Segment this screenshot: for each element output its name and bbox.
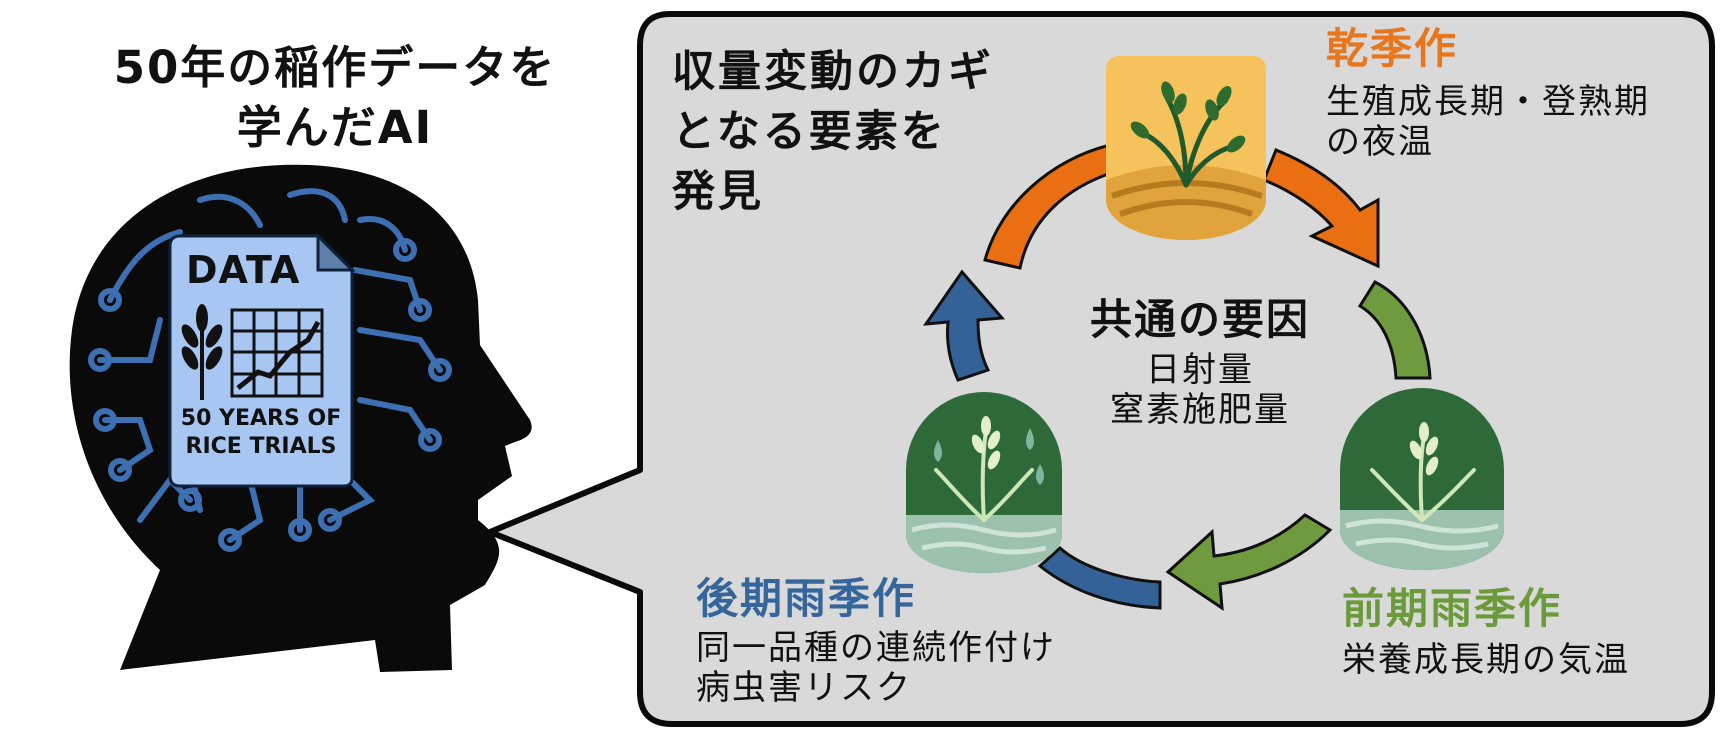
left-heading-line2: 学んだAI [236, 101, 434, 154]
season-late-rainy-desc-line: 病虫害リスク [696, 668, 912, 708]
arrow-green-bottom [1165, 513, 1333, 611]
common-factor-item: 日射量 [1146, 350, 1254, 390]
document-label: DATA [186, 248, 301, 292]
wave-icon [911, 522, 1057, 555]
bubble-heading-line3: 発見 [672, 167, 764, 217]
dry-season-icon [1106, 56, 1266, 240]
document-caption-line1: 50 YEARS OF [180, 406, 342, 431]
season-dry-desc-line: 生殖成長期・登熟期 [1326, 82, 1650, 122]
grain-icon [181, 304, 223, 400]
bubble-heading: 収量変動のカギ となる要素を 発見 [672, 42, 994, 222]
arrow-blue-left [922, 269, 1006, 382]
season-dry-desc: 生殖成長期・登熟期 の夜温 [1326, 82, 1650, 162]
bubble-heading-line2: となる要素を [672, 107, 947, 157]
document-icon [168, 232, 356, 488]
season-early-rainy-desc: 栄養成長期の気温 [1342, 640, 1630, 680]
bubble-heading-line1: 収量変動のカギ [672, 47, 994, 97]
late-rainy-season-icon [906, 392, 1062, 573]
season-early-rainy-desc-line: 栄養成長期の気温 [1342, 640, 1630, 680]
season-dry-name: 乾季作 [1326, 24, 1459, 73]
left-heading-line1: 50年の稲作データを [113, 41, 557, 94]
wave-icon [1345, 518, 1499, 551]
water-drop-icon [934, 428, 1044, 485]
season-late-rainy-desc-line: 同一品種の連続作付け [696, 628, 1056, 668]
arrow-blue-bottom [1037, 545, 1162, 610]
document-caption-line2: RICE TRIALS [185, 434, 337, 459]
season-late-rainy-name: 後期雨季作 [696, 574, 917, 623]
arrow-green-right [1357, 280, 1432, 380]
common-factors-title: 共通の要因 [1089, 295, 1310, 344]
brain-circuit-icon [88, 188, 452, 552]
season-late-rainy-desc: 同一品種の連続作付け 病虫害リスク [696, 628, 1056, 708]
arrow-orange-right [1262, 148, 1380, 269]
season-dry-desc-line: の夜温 [1326, 122, 1434, 162]
season-early-rainy-name: 前期雨季作 [1342, 584, 1563, 633]
common-factor-item: 窒素施肥量 [1110, 390, 1290, 430]
left-heading: 50年の稲作データを 学んだAI [40, 38, 630, 158]
early-rainy-season-icon [1340, 388, 1504, 570]
